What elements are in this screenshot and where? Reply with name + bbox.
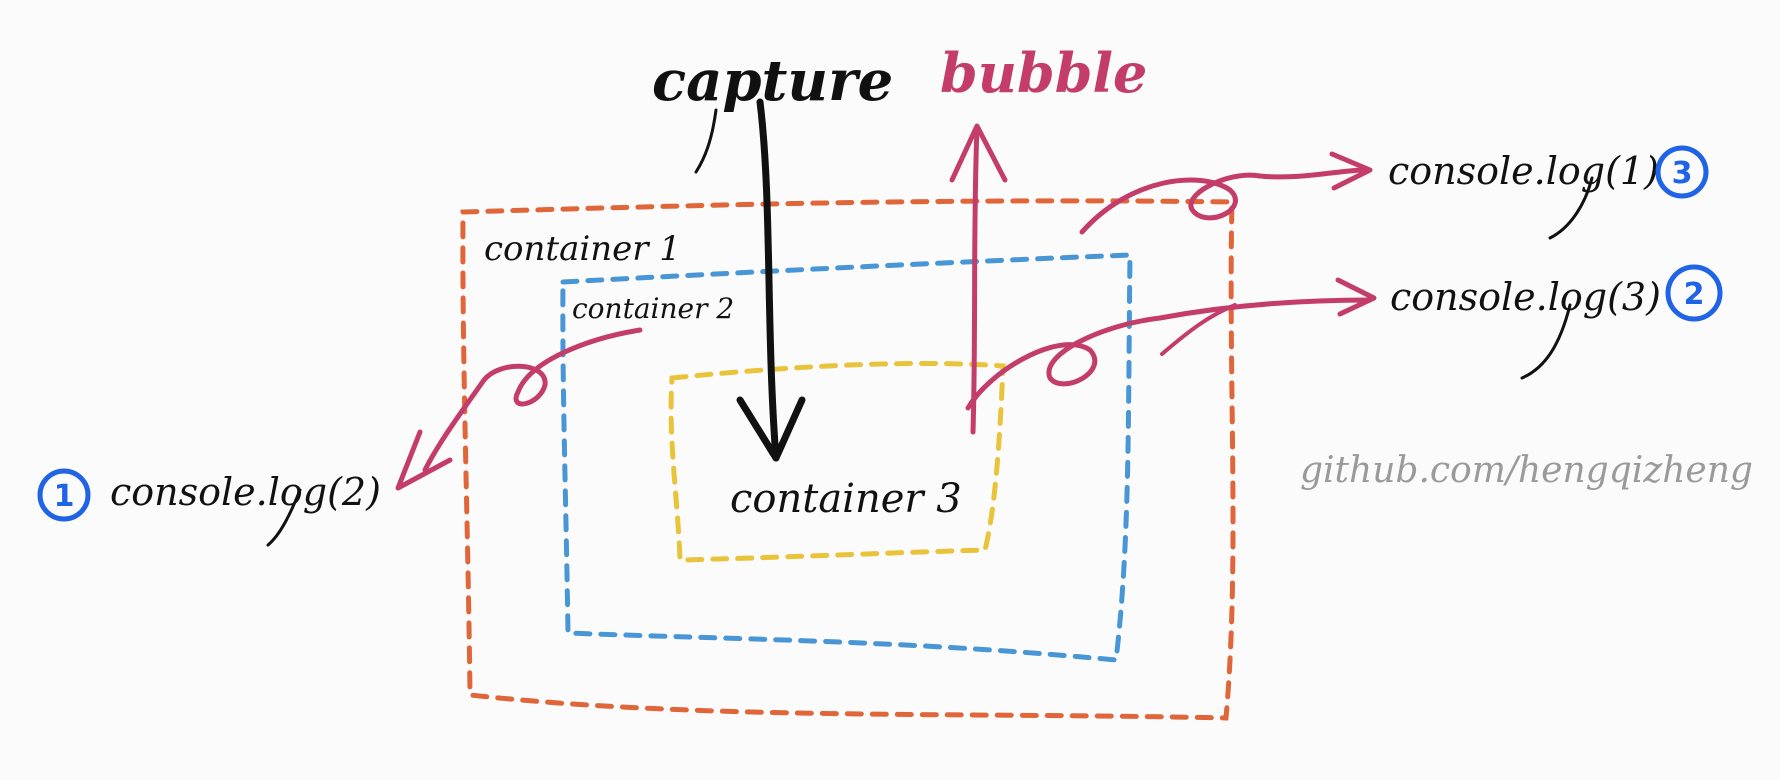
capture-arrow — [736, 98, 806, 462]
arrowhead-log-2 — [395, 429, 453, 491]
log-1-underline-tail — [1548, 176, 1594, 240]
arrowhead-log-1 — [1329, 151, 1373, 191]
bubble-title: bubble — [940, 41, 1147, 105]
container-2-label: container 2 — [572, 292, 734, 325]
loop-arrow-to-log-3-tail — [1160, 303, 1237, 356]
log-2-underline-tail — [266, 488, 302, 547]
container-3-label: container 3 — [730, 476, 962, 522]
console-log-1-text: console.log(1) — [1388, 149, 1659, 193]
container-2-border — [560, 252, 1133, 663]
loop-arrow-to-log-2 — [422, 327, 643, 473]
container-1-border — [460, 198, 1236, 721]
step-number-2: 2 — [1684, 277, 1705, 312]
step-number-1: 1 — [54, 479, 75, 514]
console-log-2-text: console.log(2) — [110, 470, 381, 514]
capture-title: capture — [652, 48, 893, 114]
loop-arrow-to-log-1 — [1079, 167, 1368, 235]
step-badge-3 — [1655, 145, 1709, 199]
container-3-border — [668, 360, 1006, 563]
loop-arrow-to-log-3 — [965, 297, 1373, 411]
container-1-label: container 1 — [484, 229, 681, 269]
step-number-3: 3 — [1672, 156, 1693, 191]
log-3-underline-tail — [1520, 303, 1572, 380]
capture-title-tail — [694, 108, 718, 174]
console-log-3-text: console.log(3) — [1390, 275, 1661, 319]
arrowhead-log-3 — [1335, 277, 1377, 317]
step-badge-2 — [1665, 264, 1723, 322]
bubble-arrow — [949, 123, 1008, 435]
watermark-text: github.com/hengqizheng — [1300, 450, 1753, 491]
step-badge-1 — [37, 468, 91, 522]
